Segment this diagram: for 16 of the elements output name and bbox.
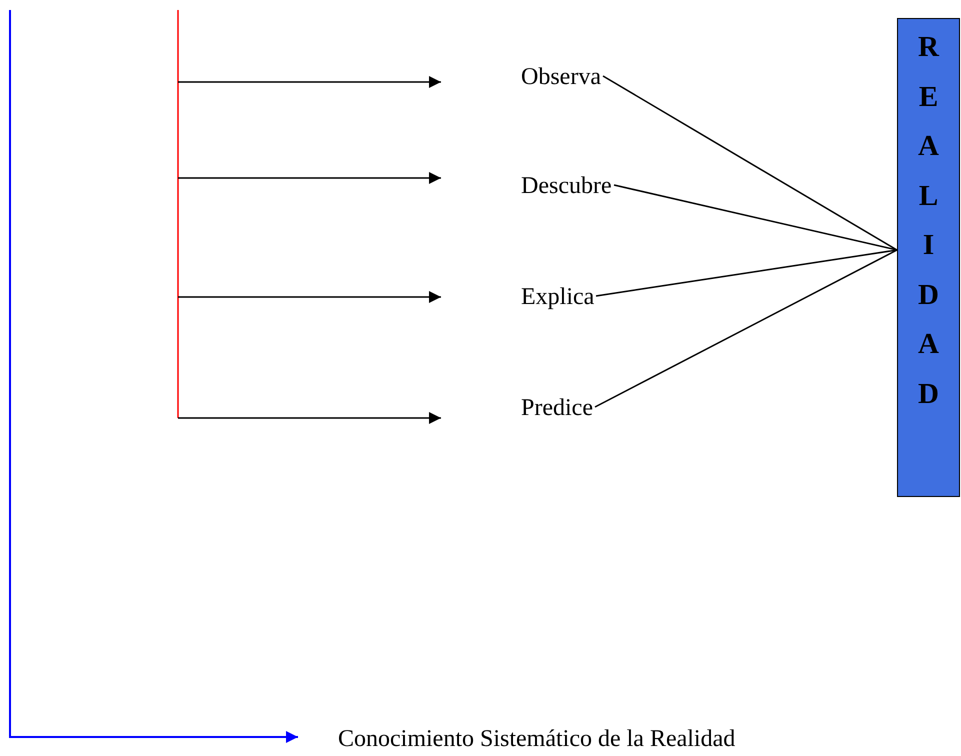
connector-line [602,75,898,251]
arrow [178,76,441,88]
arrow [178,412,441,424]
node-label: Explica [521,284,594,312]
vertical-label: REALIDAD [917,30,940,412]
connector-line [596,249,898,297]
node-label: Descubre [521,173,612,201]
connector-line [594,249,898,408]
connector-line [614,184,898,251]
node-label: Predice [521,395,593,423]
label-box [897,18,960,497]
node-label: Conocimiento Sistemático de la Realidad [338,726,736,754]
arrow [178,291,441,303]
node-label: Observa [521,64,601,92]
arrow [178,172,441,184]
arrow [9,10,298,743]
